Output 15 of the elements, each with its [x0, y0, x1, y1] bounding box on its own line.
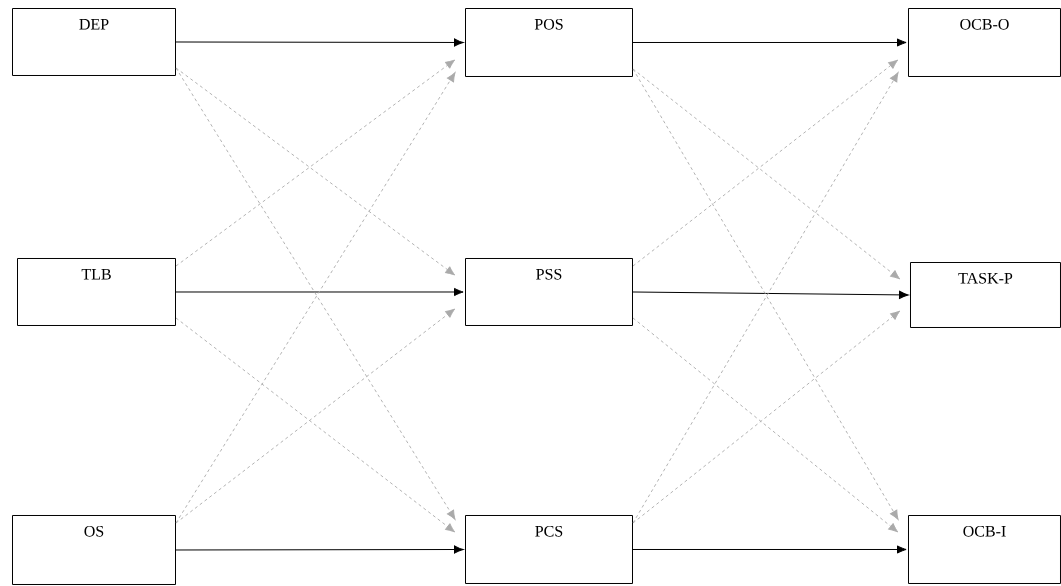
- arrow: [175, 287, 464, 297]
- box: TLB: [17, 258, 176, 326]
- arrow: [632, 545, 907, 554]
- arrow: [175, 38, 464, 47]
- box: OS: [12, 515, 176, 585]
- arrow: [175, 545, 464, 554]
- box: TASK-P: [910, 262, 1061, 328]
- box: DEP: [12, 8, 176, 76]
- box: POS: [465, 8, 633, 77]
- arrow: [632, 38, 907, 47]
- box: OCB-O: [908, 8, 1061, 77]
- box: PCS: [465, 515, 633, 584]
- box: OCB-I: [908, 515, 1061, 584]
- arrow: [632, 290, 909, 299]
- box: PSS: [465, 258, 633, 326]
